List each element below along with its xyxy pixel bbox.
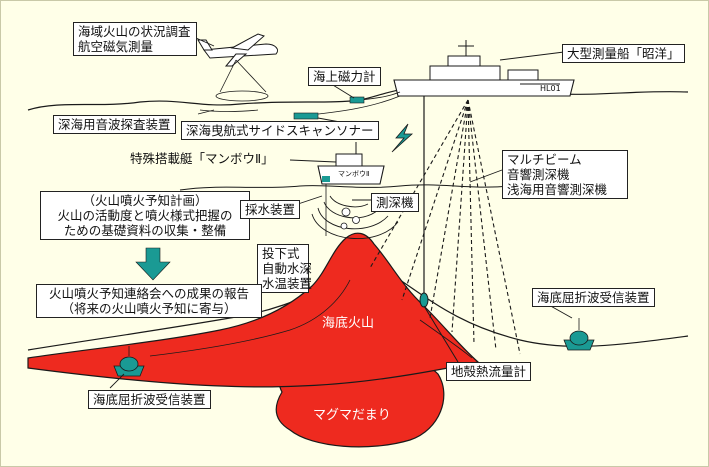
xbt-line-1: 投下式 bbox=[262, 246, 300, 261]
airplane-survey-area bbox=[215, 90, 269, 102]
plan-line-3: ための基礎資料の収集・整備 bbox=[63, 223, 227, 238]
airplane-icon bbox=[197, 33, 279, 67]
magnetometer-icon bbox=[349, 96, 365, 104]
heat-flow-label: 地殻熱流量計 bbox=[446, 362, 532, 381]
arrow-down-icon bbox=[135, 247, 171, 281]
report-note: 火山噴火予知連絡会への成果の報告 （将来の火山噴火予知に寄与） bbox=[36, 284, 262, 318]
volcano-shape bbox=[27, 232, 480, 388]
xbt-line-3: 水温装置 bbox=[262, 276, 313, 291]
multibeam-line-2: 音響測深機 bbox=[507, 167, 570, 182]
sea-surface-line-2 bbox=[179, 184, 511, 191]
depth-sounder-label: 測深機 bbox=[371, 193, 419, 212]
water-sample-bubbles bbox=[340, 207, 360, 230]
seismic-receiver-icon bbox=[563, 318, 595, 351]
plan-line-1: （火山噴火予知計画） bbox=[82, 193, 208, 208]
volcano-layer-line bbox=[149, 279, 351, 357]
eruption-plan-note: （火山噴火予知計画） 火山の活動度と噴火様式把握の ための基礎資料の収集・整備 bbox=[40, 191, 250, 240]
water-sampler-label: 採水装置 bbox=[240, 200, 301, 219]
multibeam-fan bbox=[369, 99, 521, 355]
ship-hull-number: HL01 bbox=[540, 84, 561, 93]
multibeam-line-3: 浅海用音響測深機 bbox=[507, 182, 608, 197]
heat-flow-probe-icon bbox=[419, 292, 429, 308]
survey-boat-label: 特殊搭載艇「マンボウⅡ」 bbox=[130, 151, 274, 166]
deep-sea-sounder-label: 深海用音波探査装置 bbox=[53, 115, 176, 134]
obs-left-label: 海底屈折波受信装置 bbox=[88, 390, 211, 409]
magma-chamber-label: マグマだまり bbox=[313, 408, 391, 423]
seismic-receiver-icon bbox=[113, 346, 145, 377]
aircraft-survey-line-1: 海域火山の状況調査 bbox=[78, 24, 191, 39]
aircraft-survey-line-2: 航空磁気測量 bbox=[78, 39, 154, 54]
deep-sea-sounder-wave bbox=[199, 109, 259, 112]
airplane-survey-line bbox=[219, 59, 237, 93]
survey-boat-icon bbox=[317, 142, 385, 185]
survey-ship-label: 大型測量船「昭洋」 bbox=[562, 44, 685, 63]
obs-right-label: 海底屈折波受信装置 bbox=[532, 288, 655, 307]
plan-line-2: 火山の活動度と噴火様式把握の bbox=[57, 208, 233, 223]
xbt-label: 投下式 自動水深 水温装置 bbox=[257, 244, 313, 293]
volcano-label: 海底火山 bbox=[322, 316, 375, 331]
radio-link-icon bbox=[391, 123, 414, 153]
survey-ship-icon bbox=[393, 40, 575, 97]
side-scan-sonar-icon bbox=[293, 112, 319, 120]
report-line-1: 火山噴火予知連絡会への成果の報告 bbox=[48, 286, 249, 301]
airplane-survey-line bbox=[235, 59, 267, 93]
aircraft-survey-label: 海域火山の状況調査 航空磁気測量 bbox=[73, 22, 197, 56]
report-line-2: （将来の火山噴火予知に寄与） bbox=[61, 301, 237, 316]
xbt-line-2: 自動水深 bbox=[262, 261, 313, 276]
marine-magnetometer-label: 海上磁力計 bbox=[308, 67, 381, 86]
magnetometer-tow-line bbox=[359, 91, 401, 101]
multibeam-label: マルチビーム 音響測深機 浅海用音響測深機 bbox=[502, 150, 628, 199]
multibeam-line-1: マルチビーム bbox=[507, 152, 582, 167]
side-scan-sonar-label: 深海曳航式サイドスキャンソナー bbox=[181, 121, 379, 140]
boat-sonar-arcs bbox=[311, 195, 399, 240]
heat-flow-leader bbox=[423, 305, 459, 363]
boat-hull-name: マンボウⅡ bbox=[338, 170, 370, 178]
volcano-layer-line bbox=[419, 319, 473, 359]
